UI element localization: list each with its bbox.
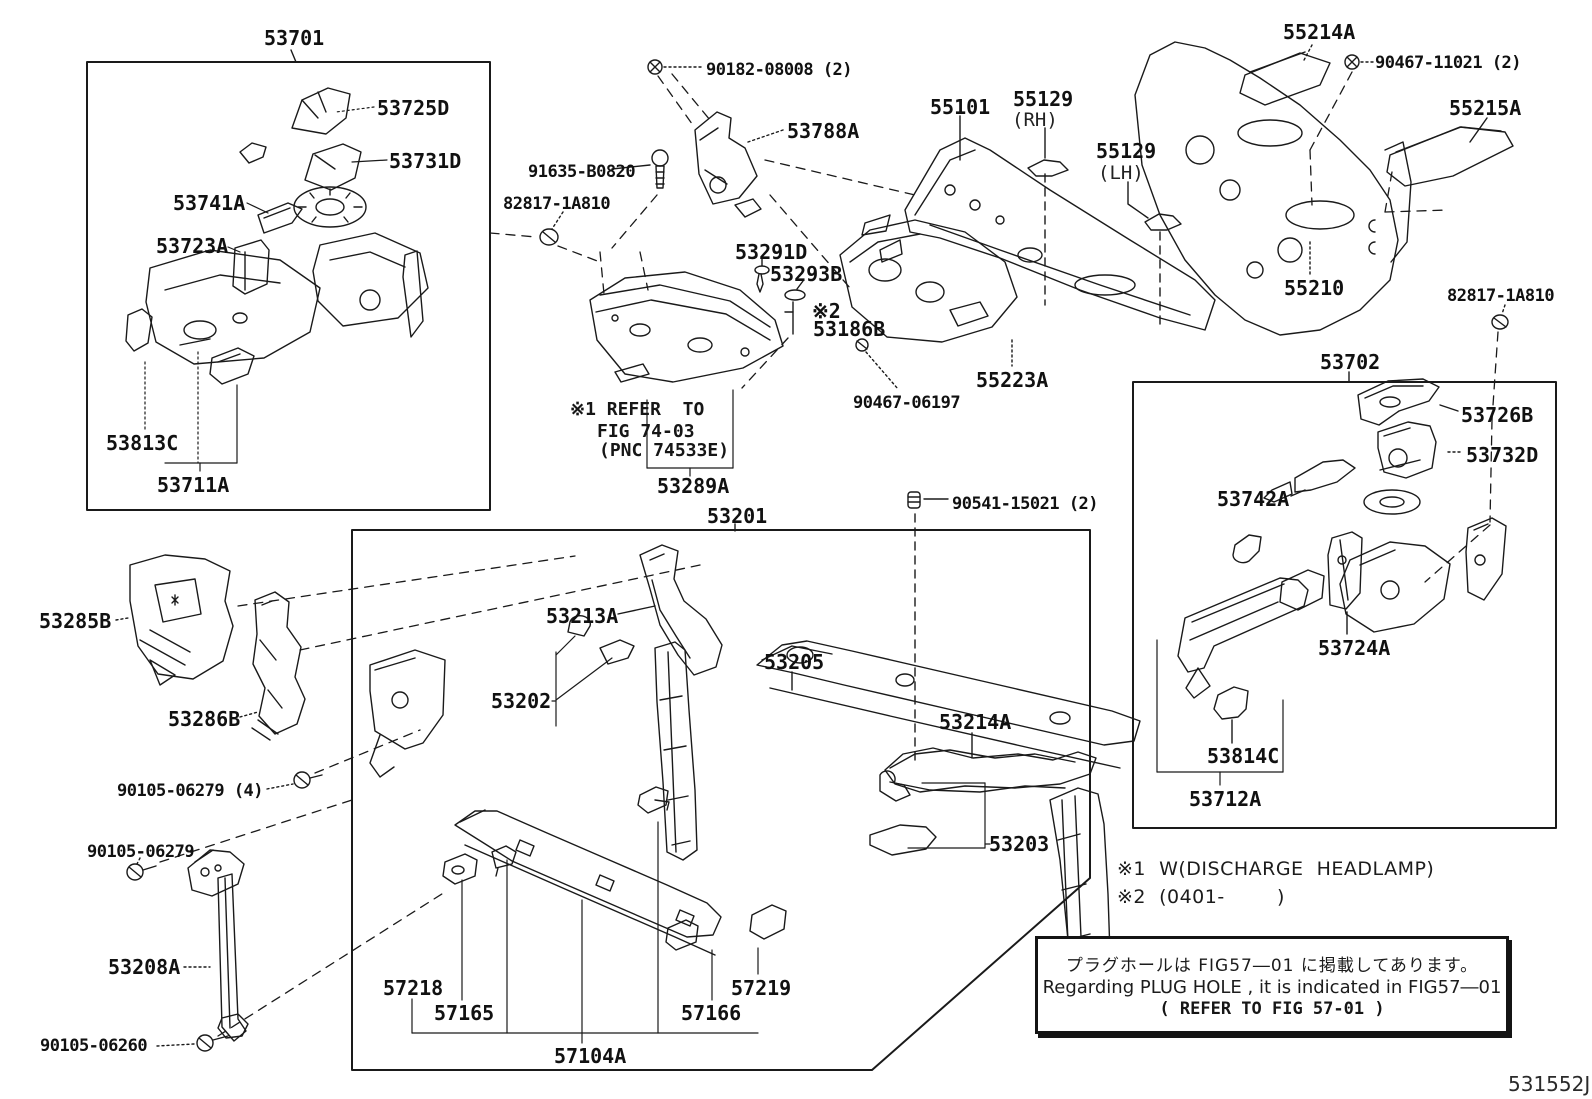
part-number-53741A: 53741A: [173, 191, 246, 215]
radiator-side-bar-53208a-art: [183, 849, 249, 1042]
part-number-53732D: 53732D: [1466, 443, 1539, 467]
part-number-53788A: 53788A: [787, 119, 860, 143]
part-number-90182-08008: 90182-08008 (2): [706, 60, 853, 80]
assembly-box-53201-frame: [351, 523, 1091, 1071]
bolt-90105-06279-icon: [126, 857, 157, 881]
part-number-53202: 53202: [491, 689, 552, 713]
plug-hole-note-english: Regarding PLUG HOLE , it is indicated in…: [1042, 977, 1502, 998]
bolt-90467-11021-icon: [1344, 54, 1374, 70]
part-number-53725D: 53725D: [377, 96, 450, 120]
part-number-53289A: 53289A: [657, 474, 730, 498]
part-number-57218: 57218: [383, 976, 444, 1000]
bracket-lines-53702: [1156, 639, 1284, 786]
clip-53291d-icon: [754, 257, 770, 293]
side-support-53285b-art: [115, 554, 234, 686]
fender-apron-lh-art: [1177, 378, 1507, 744]
bracket-53788a-art: [694, 111, 784, 218]
bolt-91635-icon: [611, 149, 669, 189]
part-number-90105-06279: 90105-06279: [87, 842, 195, 862]
part-number-53712A: 53712A: [1189, 787, 1262, 811]
note-ref-star2: ※2: [812, 299, 841, 323]
part-number-55129-lh-side: (LH): [1098, 162, 1144, 184]
part-number-57219: 57219: [731, 976, 792, 1000]
part-number-53724A: 53724A: [1318, 636, 1391, 660]
side-support-53286b-art: [239, 591, 306, 741]
part-number-57166: 57166: [681, 1001, 742, 1025]
part-number-53285B: 53285B: [39, 609, 112, 633]
part-number-53208A: 53208A: [108, 955, 181, 979]
part-number-53814C: 53814C: [1207, 744, 1280, 768]
footnote-star2: ※2 (0401- ): [1117, 886, 1285, 908]
part-number-90541-15021: 90541-15021 (2): [952, 494, 1099, 514]
bolt-90105-06260-icon: [156, 1034, 229, 1052]
part-number-53701: 53701: [264, 26, 325, 50]
part-number-90105-06279-4: 90105-06279 (4): [117, 781, 264, 801]
cowl-top-cover-53289a-art: [589, 271, 784, 383]
figure-code: 531552J: [1508, 1072, 1591, 1096]
part-number-53203: 53203: [989, 832, 1050, 856]
refer-note-line2: FIG 74-03: [597, 421, 695, 442]
part-number-55210: 55210: [1284, 276, 1345, 300]
dash-silencer-55214a-art: [1239, 44, 1331, 106]
part-number-53214A: 53214A: [939, 710, 1012, 734]
grommet-82817-left-icon: [539, 211, 564, 246]
part-number-90105-06260: 90105-06260: [40, 1036, 148, 1056]
part-number-82817-1A810-left: 82817-1A810: [503, 194, 611, 214]
part-number-53711A: 53711A: [157, 473, 230, 497]
part-number-55101: 55101: [930, 95, 991, 119]
part-number-53723A: 53723A: [156, 234, 229, 258]
part-number-53213A: 53213A: [546, 604, 619, 628]
refer-note-line1: ※1 REFER TO: [570, 399, 705, 420]
bolt-90541-icon: [907, 491, 949, 763]
dash-insulator-55223a-art: [839, 219, 1018, 367]
plug-hole-note-japanese: プラグホールは FIG57―01 に掲載してあります。: [1065, 956, 1479, 976]
cowl-brace-55129-rh-icon: [1027, 127, 1069, 306]
part-number-53291D: 53291D: [735, 240, 808, 264]
part-number-53742A: 53742A: [1217, 487, 1290, 511]
bracket-lines-53201: [411, 635, 991, 1044]
part-number-90467-11021: 90467-11021 (2): [1375, 53, 1522, 73]
part-number-91635-B0820: 91635-B0820: [528, 162, 636, 182]
part-number-53731D: 53731D: [389, 149, 462, 173]
plug-hole-note-box: プラグホールは FIG57―01 に掲載してあります。 Regarding PL…: [1035, 936, 1509, 1034]
part-number-53286B: 53286B: [168, 707, 241, 731]
part-number-90467-06197: 90467-06197: [853, 393, 961, 413]
bolt-90105-06279-4-icon: [266, 771, 323, 790]
part-number-53186B: 53186B: [813, 317, 886, 341]
part-number-55215A: 55215A: [1449, 96, 1522, 120]
dash-panel-outer-55210-art: [1134, 41, 1412, 336]
part-number-53702: 53702: [1320, 350, 1381, 374]
plug-53293b-icon: [784, 280, 806, 335]
part-number-55223A: 55223A: [976, 368, 1049, 392]
part-number-53726B: 53726B: [1461, 403, 1534, 427]
part-number-53205: 53205: [764, 650, 825, 674]
dash-silencer-55215a-art: [1386, 117, 1514, 187]
part-number-53293B: 53293B: [770, 262, 843, 286]
part-number-55129-rh: 55129: [1013, 87, 1074, 111]
dash-panel-inner-55101-art: [861, 115, 1216, 331]
part-number-57104A: 57104A: [554, 1044, 627, 1068]
leader-lines-53701: [144, 106, 388, 472]
part-number-55129-rh-side: (RH): [1012, 109, 1058, 131]
part-number-53813C: 53813C: [106, 431, 179, 455]
alignment-dashed-lines: [159, 71, 1499, 1037]
bolt-90467-06197-icon: [855, 338, 899, 390]
bracket-lines-53289a: [646, 389, 734, 477]
assembly-box-53702-frame: [1132, 371, 1557, 829]
part-number-53201: 53201: [707, 504, 768, 528]
cowl-brace-55129-lh-icon: [1127, 181, 1182, 331]
grommet-82817-right-icon: [1491, 304, 1509, 330]
part-number-55214A: 55214A: [1283, 20, 1356, 44]
part-number-55129-lh: 55129: [1096, 139, 1157, 163]
assembly-box-53701-frame: [86, 49, 491, 511]
part-number-57165: 57165: [434, 1001, 495, 1025]
footnote-star1: ※1 W(DISCHARGE HEADLAMP): [1117, 858, 1435, 880]
bolt-90182-icon: [647, 59, 704, 75]
plug-hole-note-reference: ( REFER TO FIG 57-01 ): [1159, 999, 1385, 1019]
part-number-82817-1A810-right: 82817-1A810: [1447, 286, 1555, 306]
fender-apron-rh-art: [125, 87, 429, 385]
refer-note-line3: (PNC 74533E): [599, 440, 730, 461]
